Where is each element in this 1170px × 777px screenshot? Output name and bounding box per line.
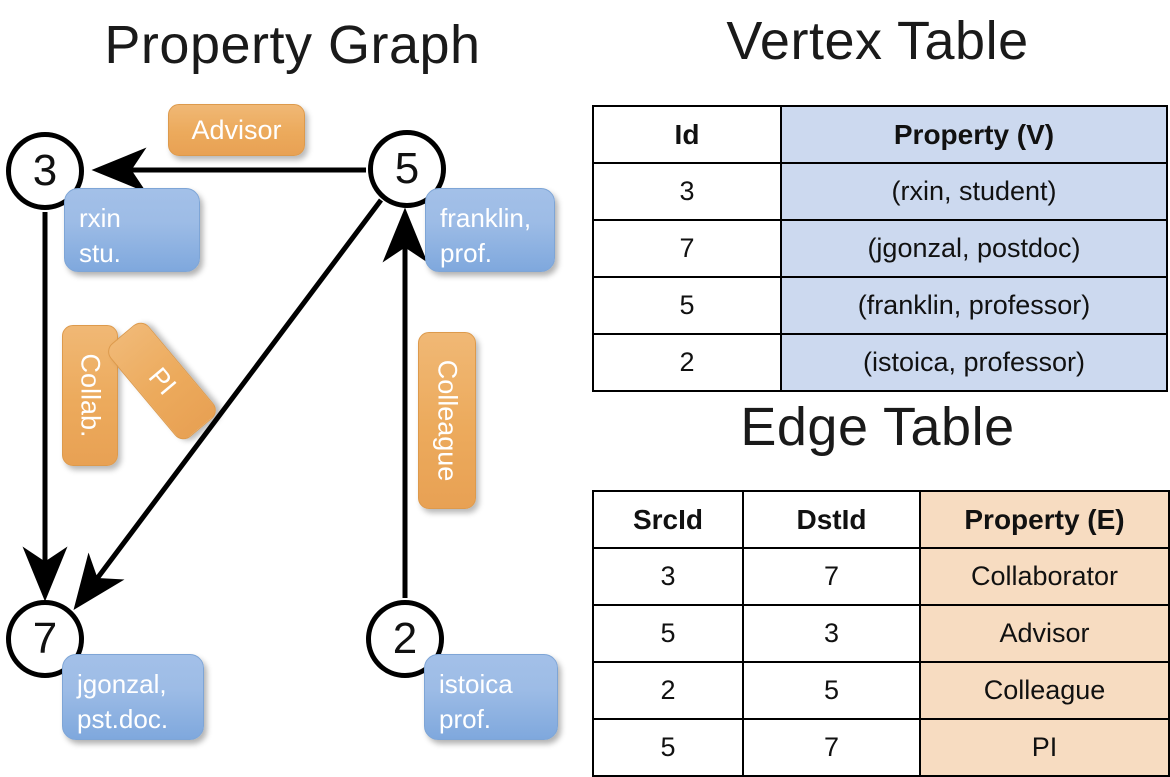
vertex-table: Id Property (V) 3 (rxin, student) 7 (jgo… bbox=[592, 105, 1168, 392]
callout-line-2: pst.doc. bbox=[77, 704, 169, 735]
vertex-cell-id: 3 bbox=[592, 162, 782, 221]
vertex-cell-property: (jgonzal, postdoc) bbox=[780, 219, 1168, 278]
graph-node-3-label: 3 bbox=[32, 146, 58, 195]
edge-cell-dstid: 7 bbox=[742, 718, 921, 777]
node-property-callout-istoica: istoica prof. bbox=[424, 654, 558, 740]
node-property-callout-franklin: franklin, prof. bbox=[425, 188, 555, 272]
callout-line-2: prof. bbox=[439, 704, 492, 735]
callout-line-1: jgonzal, bbox=[77, 669, 167, 699]
table-row[interactable]: 5 (franklin, professor) bbox=[592, 276, 1168, 335]
node-property-callout-rxin: rxin stu. bbox=[64, 188, 200, 272]
vertex-cell-property: (istoica, professor) bbox=[780, 333, 1168, 392]
node-property-callout-jgonzal: jgonzal, pst.doc. bbox=[62, 654, 204, 740]
table-row[interactable]: 5 7 PI bbox=[592, 718, 1170, 777]
page-title-vertex-table: Vertex Table bbox=[726, 11, 1029, 71]
graph-edge-lines bbox=[22, 147, 428, 610]
graph-node-2[interactable]: 2 bbox=[366, 600, 444, 678]
edge-cell-property: Advisor bbox=[919, 604, 1170, 663]
vertex-cell-id: 2 bbox=[592, 333, 782, 392]
graph-node-5-label: 5 bbox=[394, 144, 420, 193]
vertex-header-property: Property (V) bbox=[780, 105, 1168, 164]
table-row[interactable]: 3 7 Collaborator bbox=[592, 547, 1170, 606]
edge-cell-dstid: 7 bbox=[742, 547, 921, 606]
table-header-row: Id Property (V) bbox=[592, 105, 1168, 164]
table-row[interactable]: 5 3 Advisor bbox=[592, 604, 1170, 663]
table-row[interactable]: 7 (jgonzal, postdoc) bbox=[592, 219, 1168, 278]
page-title-property-graph: Property Graph bbox=[104, 15, 481, 75]
vertex-cell-id: 7 bbox=[592, 219, 782, 278]
graph-node-5[interactable]: 5 bbox=[368, 130, 446, 208]
page-title-edge-table: Edge Table bbox=[740, 397, 1015, 457]
callout-line-2: stu. bbox=[79, 238, 121, 269]
edge-header-srcid: SrcId bbox=[592, 490, 744, 549]
callout-line-2: prof. bbox=[440, 238, 493, 269]
edge-label-text: PI bbox=[142, 361, 183, 401]
edge-cell-dstid: 5 bbox=[742, 661, 921, 720]
edge-cell-property: Colleague bbox=[919, 661, 1170, 720]
edge-label-text: Collab. bbox=[75, 353, 106, 438]
edge-cell-srcid: 5 bbox=[592, 604, 744, 663]
edge-table: SrcId DstId Property (E) 3 7 Collaborato… bbox=[592, 490, 1170, 777]
edge-cell-property: Collaborator bbox=[919, 547, 1170, 606]
edge-cell-srcid: 3 bbox=[592, 547, 744, 606]
edge-header-property: Property (E) bbox=[919, 490, 1170, 549]
edge-header-dstid: DstId bbox=[742, 490, 921, 549]
edge-cell-srcid: 5 bbox=[592, 718, 744, 777]
edge-label-chip-advisor: Advisor bbox=[168, 104, 305, 156]
edge-label-chip-colleague: Colleague bbox=[418, 332, 476, 509]
callout-line-1: rxin bbox=[79, 203, 121, 233]
edge-label-text: Advisor bbox=[191, 114, 282, 145]
edge-line-5-to-7 bbox=[73, 198, 383, 610]
edge-cell-property: PI bbox=[919, 718, 1170, 777]
table-header-row: SrcId DstId Property (E) bbox=[592, 490, 1170, 549]
table-row[interactable]: 3 (rxin, student) bbox=[592, 162, 1168, 221]
edge-cell-srcid: 2 bbox=[592, 661, 744, 720]
graph-node-2-label: 2 bbox=[392, 614, 418, 663]
table-row[interactable]: 2 5 Colleague bbox=[592, 661, 1170, 720]
vertex-cell-id: 5 bbox=[592, 276, 782, 335]
vertex-header-id: Id bbox=[592, 105, 782, 164]
graph-node-7-label: 7 bbox=[32, 614, 58, 663]
callout-line-1: franklin, bbox=[440, 203, 532, 233]
edge-cell-dstid: 3 bbox=[742, 604, 921, 663]
vertex-cell-property: (franklin, professor) bbox=[780, 276, 1168, 335]
callout-line-1: istoica bbox=[439, 669, 513, 699]
table-row[interactable]: 2 (istoica, professor) bbox=[592, 333, 1168, 392]
property-graph-diagram: 3 5 7 2 rxin stu. franklin, prof. jgonza… bbox=[0, 0, 585, 760]
vertex-cell-property: (rxin, student) bbox=[780, 162, 1168, 221]
edge-label-text: Colleague bbox=[432, 359, 463, 482]
